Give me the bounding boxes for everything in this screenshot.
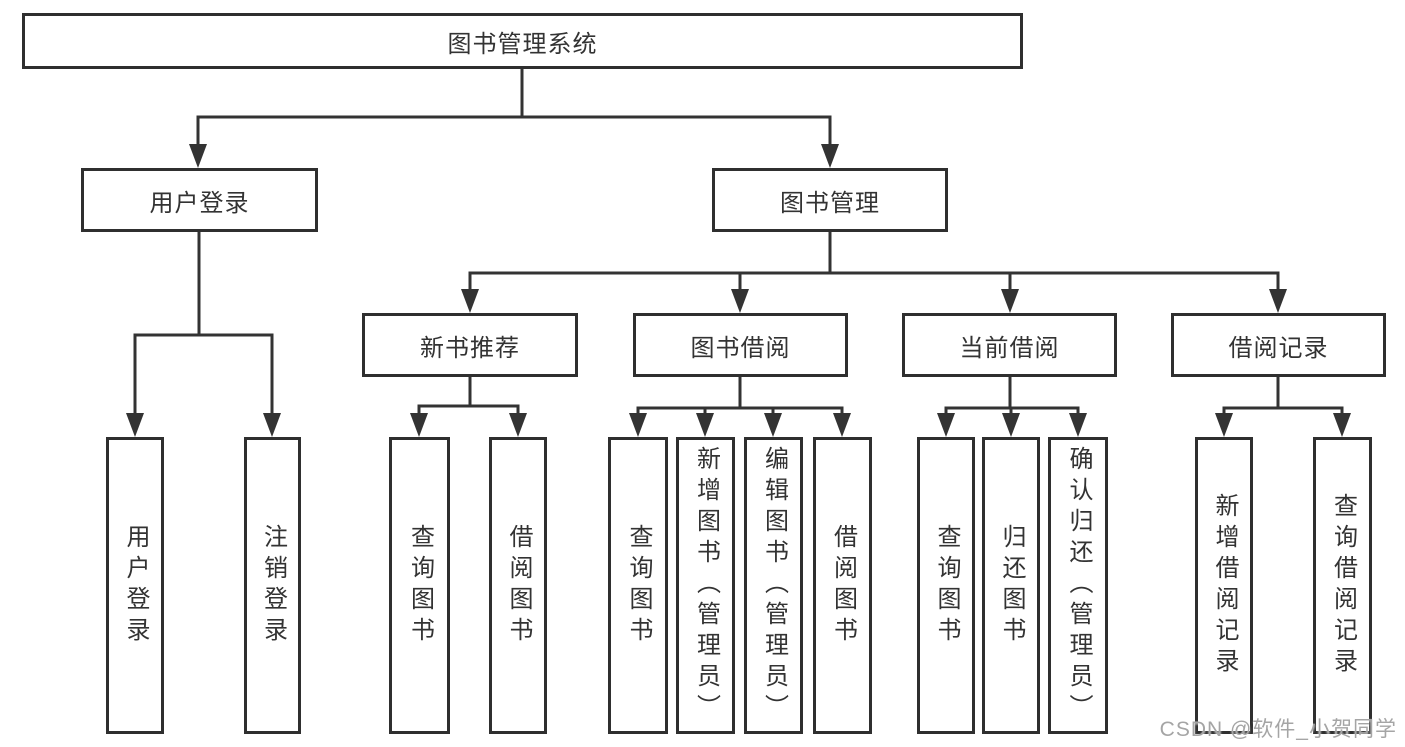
leaf-confirm-return-admin: 确认归还（管理员） xyxy=(1048,437,1108,734)
leaf-query-book-2-label: 查询图书 xyxy=(625,523,652,648)
leaf-query-book-1-label: 查询图书 xyxy=(406,523,434,648)
leaf-query-borrow-record-label: 查询借阅记录 xyxy=(1329,492,1357,679)
leaf-add-book-admin: 新增图书（管理员） xyxy=(676,437,735,734)
leaf-borrow-book-2-label: 借阅图书 xyxy=(829,523,857,648)
node-book-borrow-label: 图书借阅 xyxy=(690,334,791,362)
node-borrow-record: 借阅记录 xyxy=(1171,313,1386,377)
leaf-borrow-book-1: 借阅图书 xyxy=(489,437,547,734)
leaf-return-book-label: 归还图书 xyxy=(998,523,1025,648)
leaf-query-book-3-label: 查询图书 xyxy=(933,523,960,648)
node-book-management: 图书管理 xyxy=(712,168,948,232)
leaf-borrow-book-1-label: 借阅图书 xyxy=(505,523,532,648)
leaf-add-borrow-record-label: 新增借阅记录 xyxy=(1211,492,1238,679)
leaf-add-book-admin-label: 新增图书（管理员） xyxy=(692,446,720,725)
leaf-query-book-2: 查询图书 xyxy=(608,437,668,734)
leaf-user-login-label: 用户登录 xyxy=(122,523,149,648)
leaf-query-book-3: 查询图书 xyxy=(917,437,975,734)
node-user-login: 用户登录 xyxy=(81,168,318,232)
leaf-edit-book-admin-label: 编辑图书（管理员） xyxy=(760,446,788,725)
node-book-borrow: 图书借阅 xyxy=(633,313,848,377)
node-root: 图书管理系统 xyxy=(22,13,1023,69)
node-current-borrow-label: 当前借阅 xyxy=(959,334,1060,362)
node-current-borrow: 当前借阅 xyxy=(902,313,1117,377)
node-borrow-record-label: 借阅记录 xyxy=(1228,334,1329,362)
leaf-query-borrow-record: 查询借阅记录 xyxy=(1313,437,1372,734)
node-root-label: 图书管理系统 xyxy=(447,30,598,58)
node-book-management-label: 图书管理 xyxy=(780,189,880,217)
leaf-logout-label: 注销登录 xyxy=(259,523,287,648)
node-user-login-label: 用户登录 xyxy=(149,189,250,217)
node-new-book-recommend: 新书推荐 xyxy=(362,313,578,377)
leaf-borrow-book-2: 借阅图书 xyxy=(813,437,872,734)
leaf-query-book-1: 查询图书 xyxy=(389,437,450,734)
leaf-confirm-return-admin-label: 确认归还（管理员） xyxy=(1065,446,1092,725)
leaf-logout: 注销登录 xyxy=(244,437,301,734)
node-new-book-recommend-label: 新书推荐 xyxy=(420,334,520,362)
leaf-edit-book-admin: 编辑图书（管理员） xyxy=(744,437,803,734)
leaf-user-login: 用户登录 xyxy=(106,437,164,734)
csdn-watermark: CSDN @软件_小贺同学 xyxy=(1159,718,1397,741)
leaf-return-book: 归还图书 xyxy=(982,437,1040,734)
leaf-add-borrow-record: 新增借阅记录 xyxy=(1195,437,1253,734)
